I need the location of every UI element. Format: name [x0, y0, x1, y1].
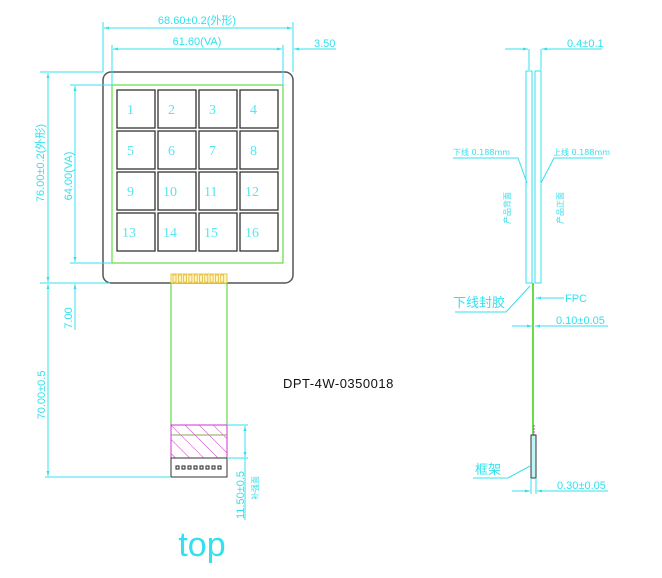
key-15 — [198, 212, 238, 252]
dim-right-margin: 3.50 — [314, 38, 335, 50]
contact-pad — [193, 465, 198, 470]
key-label: 7 — [209, 144, 216, 159]
fpc-contacts — [175, 465, 222, 470]
connector-pin — [188, 274, 193, 283]
stiffener-label: 补强面 — [250, 476, 260, 500]
key-label: 16 — [245, 226, 259, 241]
view-label: top — [178, 526, 225, 564]
key-7 — [198, 130, 238, 170]
key-label: 13 — [122, 226, 136, 241]
key-6 — [157, 130, 197, 170]
key-label: 11 — [204, 185, 217, 200]
connector-pin — [177, 274, 182, 283]
dim-fpc-thickness: 0.10±0.05 — [556, 315, 605, 327]
key-10 — [157, 171, 197, 211]
key-11 — [198, 171, 238, 211]
key-label: 14 — [163, 226, 177, 241]
contact-pad — [205, 465, 210, 470]
key-label: 10 — [163, 185, 177, 200]
key-label: 5 — [127, 144, 134, 159]
contact-pad — [199, 465, 204, 470]
part-number: DPT-4W-0350018 — [283, 376, 394, 391]
connector-pin — [199, 274, 203, 283]
connector-pins — [172, 274, 225, 283]
bottom-film — [525, 70, 533, 284]
key-label: 1 — [127, 103, 134, 118]
frame-side — [530, 434, 537, 479]
dim-tail-length: 70.00±0.5 — [36, 371, 48, 420]
dim-width-outline: 68.60±0.2(外形) — [158, 14, 236, 27]
stiffener-hatched — [170, 424, 228, 459]
dim-width-va: 61.60(VA) — [173, 36, 222, 48]
key-16 — [239, 212, 279, 252]
key-label: 15 — [204, 226, 218, 241]
key-13 — [116, 212, 156, 252]
key-label: 3 — [209, 103, 216, 118]
side-view: 0.4±0.1 下线 0.188mm 上线 0.188mm 产品背面 产品正面 … — [453, 38, 610, 494]
dim-height-va: 64.00(VA) — [63, 152, 75, 201]
contact-pad — [187, 465, 192, 470]
dim-height-outline: 76.00±0.2(外形) — [34, 124, 47, 202]
connector-pin — [220, 274, 225, 283]
connector-pin — [209, 274, 214, 283]
key-label: 6 — [168, 144, 175, 159]
viewing-area — [111, 84, 284, 264]
key-5 — [116, 130, 156, 170]
key-label: 8 — [250, 144, 257, 159]
key-12 — [239, 171, 279, 211]
contact-pad — [217, 465, 222, 470]
fpc-connector — [170, 273, 228, 284]
key-1 — [116, 89, 156, 129]
key-label: 4 — [250, 103, 257, 118]
dim-frame-thickness: 0.30±0.05 — [557, 480, 606, 492]
back-label: 产品背面 — [502, 192, 512, 224]
fpc-contact-end — [170, 457, 228, 478]
key-9 — [116, 171, 156, 211]
key-label: 2 — [168, 103, 175, 118]
connector-pin — [193, 274, 198, 283]
fpc-label: FPC — [565, 293, 587, 305]
seal-label: 下线封胶 — [453, 295, 505, 311]
top-line-label: 上线 0.188mm — [553, 147, 610, 157]
connector-pin — [204, 274, 209, 283]
dim-stiffener: 11.50±0.5 — [235, 471, 247, 519]
top-film — [534, 70, 542, 284]
front-label: 产品正面 — [555, 192, 565, 224]
front-dimensions: 68.60±0.2(外形) 61.60(VA) 3.50 76.00±0.2(外… — [34, 14, 336, 520]
key-2 — [157, 89, 197, 129]
connector-pin — [215, 274, 219, 283]
connector-pin — [183, 274, 187, 283]
dim-tail-offset: 7.00 — [63, 307, 75, 328]
connector-pin — [172, 274, 177, 283]
key-14 — [157, 212, 197, 252]
bottom-line-label: 下线 0.188mm — [453, 147, 510, 157]
contact-pad — [211, 465, 216, 470]
contact-pad — [181, 465, 186, 470]
key-label: 12 — [245, 185, 259, 200]
dim-thickness: 0.4±0.1 — [567, 38, 604, 50]
key-label: 9 — [127, 185, 134, 200]
frame-label: 框架 — [475, 463, 501, 478]
contact-pad — [175, 465, 180, 470]
key-4 — [239, 89, 279, 129]
key-8 — [239, 130, 279, 170]
key-3 — [198, 89, 238, 129]
